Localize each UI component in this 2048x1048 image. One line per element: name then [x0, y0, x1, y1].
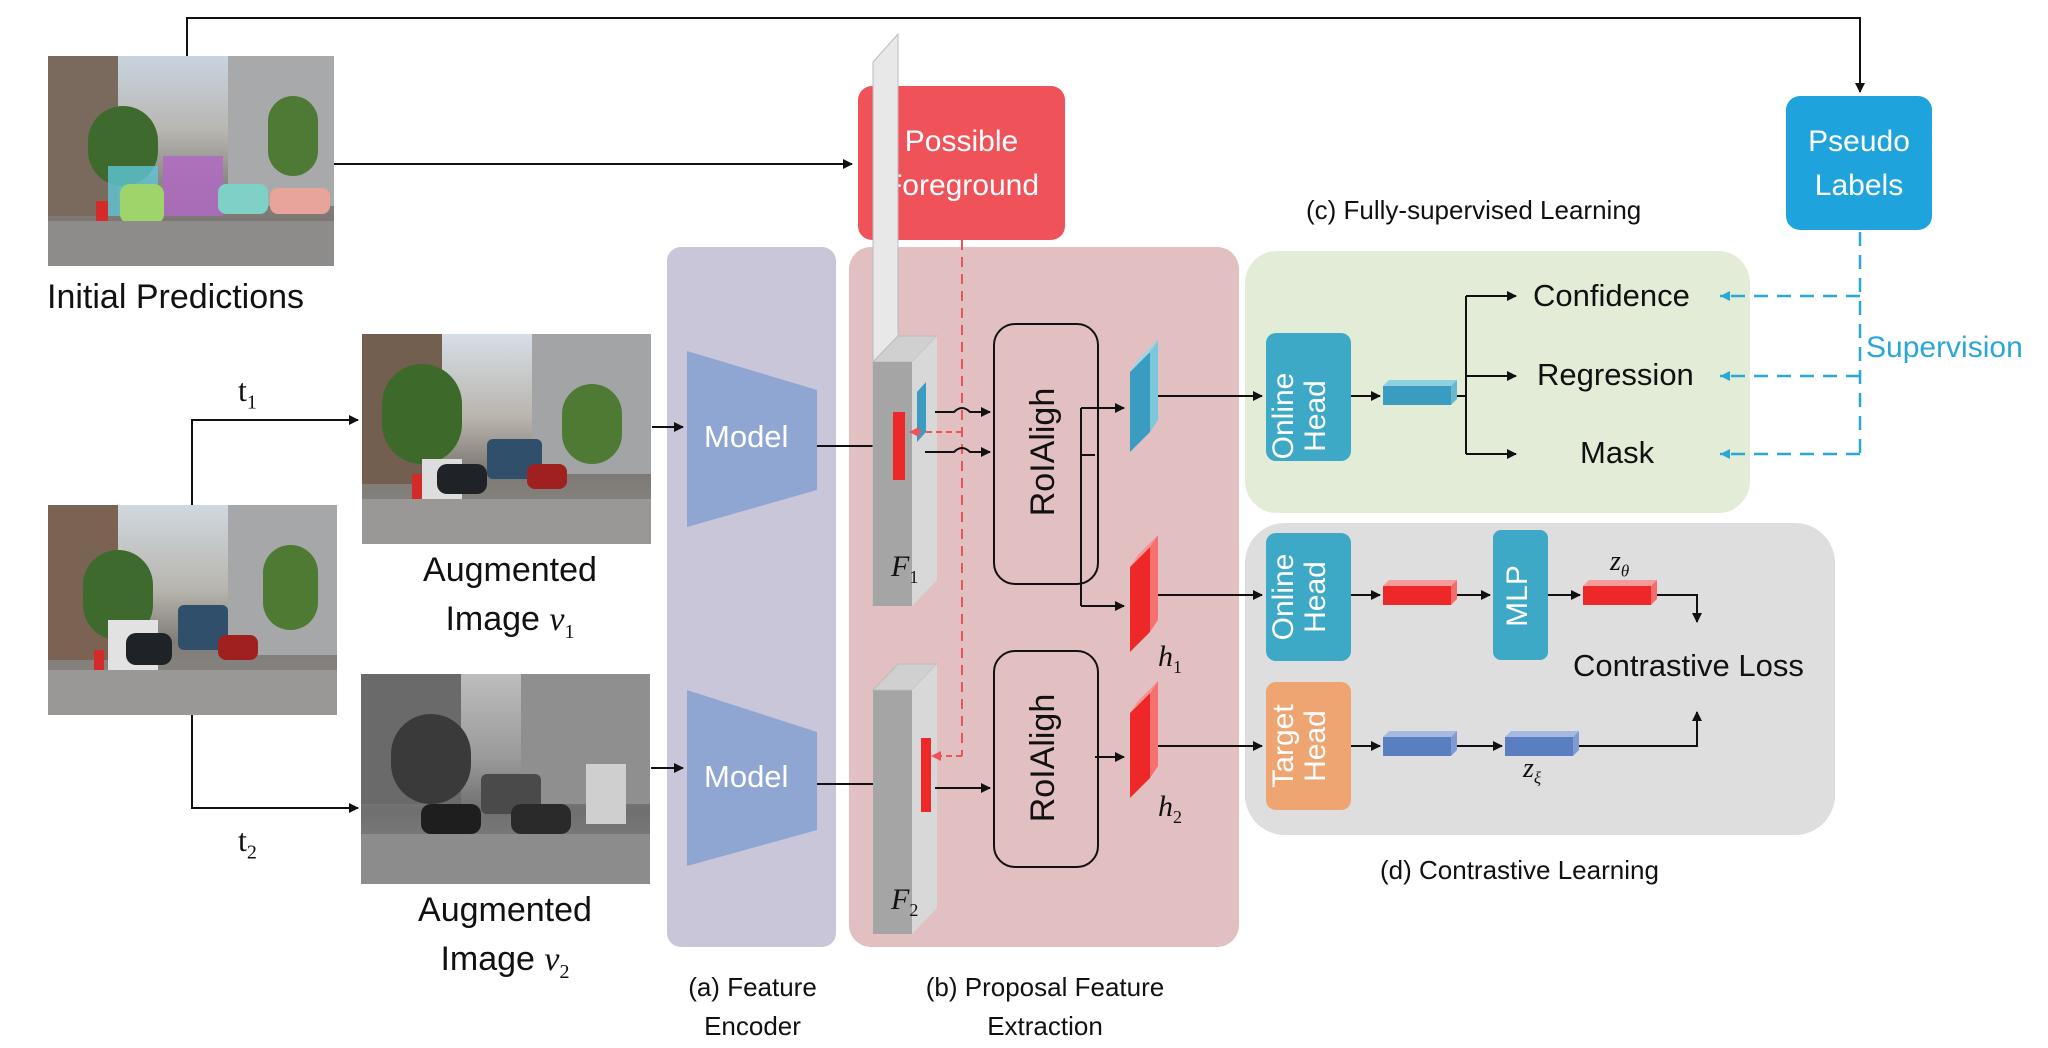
pseudo-labels-label: Pseudo Labels [1786, 120, 1932, 209]
f1-region-red [893, 412, 905, 480]
aug1-line2: Image v1 [445, 600, 575, 644]
feature-encoder-line2: Encoder [704, 1011, 801, 1041]
h1-label: h1 [1158, 640, 1182, 677]
aug1-line1: Augmented [423, 551, 597, 589]
confidence-label: Confidence [1533, 278, 1690, 313]
h2-feature [1130, 693, 1150, 798]
online-head-top-line2: Head [1298, 380, 1332, 452]
model-bottom-shape [687, 690, 817, 866]
pseudo-labels-line2: Labels [1814, 169, 1904, 203]
possible-foreground-line1: Possible [904, 125, 1019, 158]
aug2-line2: Image v2 [440, 940, 570, 984]
h1-feature [1130, 547, 1150, 652]
possible-foreground-label: Possible Foreground [858, 120, 1065, 209]
supervision-label: Supervision [1866, 331, 2023, 364]
augmented-image-1-label: Augmented Image v1 [395, 546, 625, 647]
z-xi-label: zξ [1523, 753, 1542, 788]
initial-image-photo [48, 505, 337, 715]
roialign-top-label: RoIAligh [1024, 387, 1062, 517]
initial-predictions-photo [48, 56, 334, 266]
f1-region-teal [917, 382, 926, 442]
target-head-line1: Target [1267, 704, 1300, 788]
vector-z-xi [1505, 737, 1573, 756]
f2-region-red [921, 738, 931, 812]
mask-label: Mask [1580, 435, 1655, 470]
possible-foreground-line2: Foreground [883, 169, 1040, 203]
augmented-image-2-label: Augmented Image v2 [390, 886, 620, 987]
vector-target-1 [1383, 737, 1451, 756]
vector-top [1383, 386, 1451, 405]
initial-predictions-label: Initial Predictions [47, 278, 305, 316]
feature-encoder-line1: (a) Feature [688, 972, 817, 1002]
vector-online-mid [1383, 586, 1451, 605]
z-theta-label: zθ [1610, 546, 1630, 581]
mlp-box [1493, 530, 1548, 660]
roi-feature-teal [1130, 352, 1150, 452]
f1-label: F1 [891, 550, 919, 587]
online-head-mid-box [1266, 533, 1351, 661]
vector-z-theta [1583, 586, 1651, 605]
h2-label: h2 [1158, 790, 1182, 827]
target-head-box [1266, 682, 1351, 810]
augmented-image-2-photo [361, 674, 650, 884]
roialign-top-box [993, 323, 1099, 585]
online-head-top-label: Online Head [1267, 352, 1348, 480]
proposal-extraction-line2: Extraction [987, 1011, 1103, 1041]
online-head-mid-label: Online Head [1267, 533, 1348, 661]
pseudo-labels-box [1786, 96, 1932, 230]
model-top-shape [687, 351, 817, 527]
fully-supervised-caption: (c) Fully-supervised Learning [1306, 195, 1642, 225]
roialign-bottom-label: RoIAligh [1024, 693, 1062, 823]
proposal-extraction-caption: (b) Proposal Feature Extraction [900, 968, 1190, 1046]
t2-label: t2 [238, 822, 257, 864]
aug2-line1: Augmented [418, 891, 592, 929]
model-bottom-label: Model [704, 759, 789, 794]
augmented-image-1-photo [362, 334, 651, 544]
target-head-label: Target Head [1267, 682, 1348, 810]
mlp-label: MLP [1501, 565, 1534, 627]
target-head-line2: Head [1298, 710, 1332, 782]
online-head-mid-line1: Online [1267, 553, 1300, 641]
online-head-top-box [1266, 333, 1351, 461]
contrastive-loss-label: Contrastive Loss [1573, 648, 1804, 683]
online-head-top-line1: Online [1267, 372, 1300, 460]
feature-encoder-caption: (a) Feature Encoder [660, 968, 845, 1046]
f2-label: F2 [891, 883, 919, 920]
model-top-label: Model [704, 419, 789, 454]
regression-label: Regression [1537, 357, 1694, 392]
contrastive-learning-caption: (d) Contrastive Learning [1380, 855, 1659, 885]
t1-label: t1 [238, 372, 257, 414]
pseudo-labels-line1: Pseudo [1808, 125, 1910, 158]
online-head-mid-line2: Head [1298, 561, 1332, 633]
roialign-bottom-box [993, 650, 1099, 868]
proposal-extraction-line1: (b) Proposal Feature [925, 972, 1165, 1002]
